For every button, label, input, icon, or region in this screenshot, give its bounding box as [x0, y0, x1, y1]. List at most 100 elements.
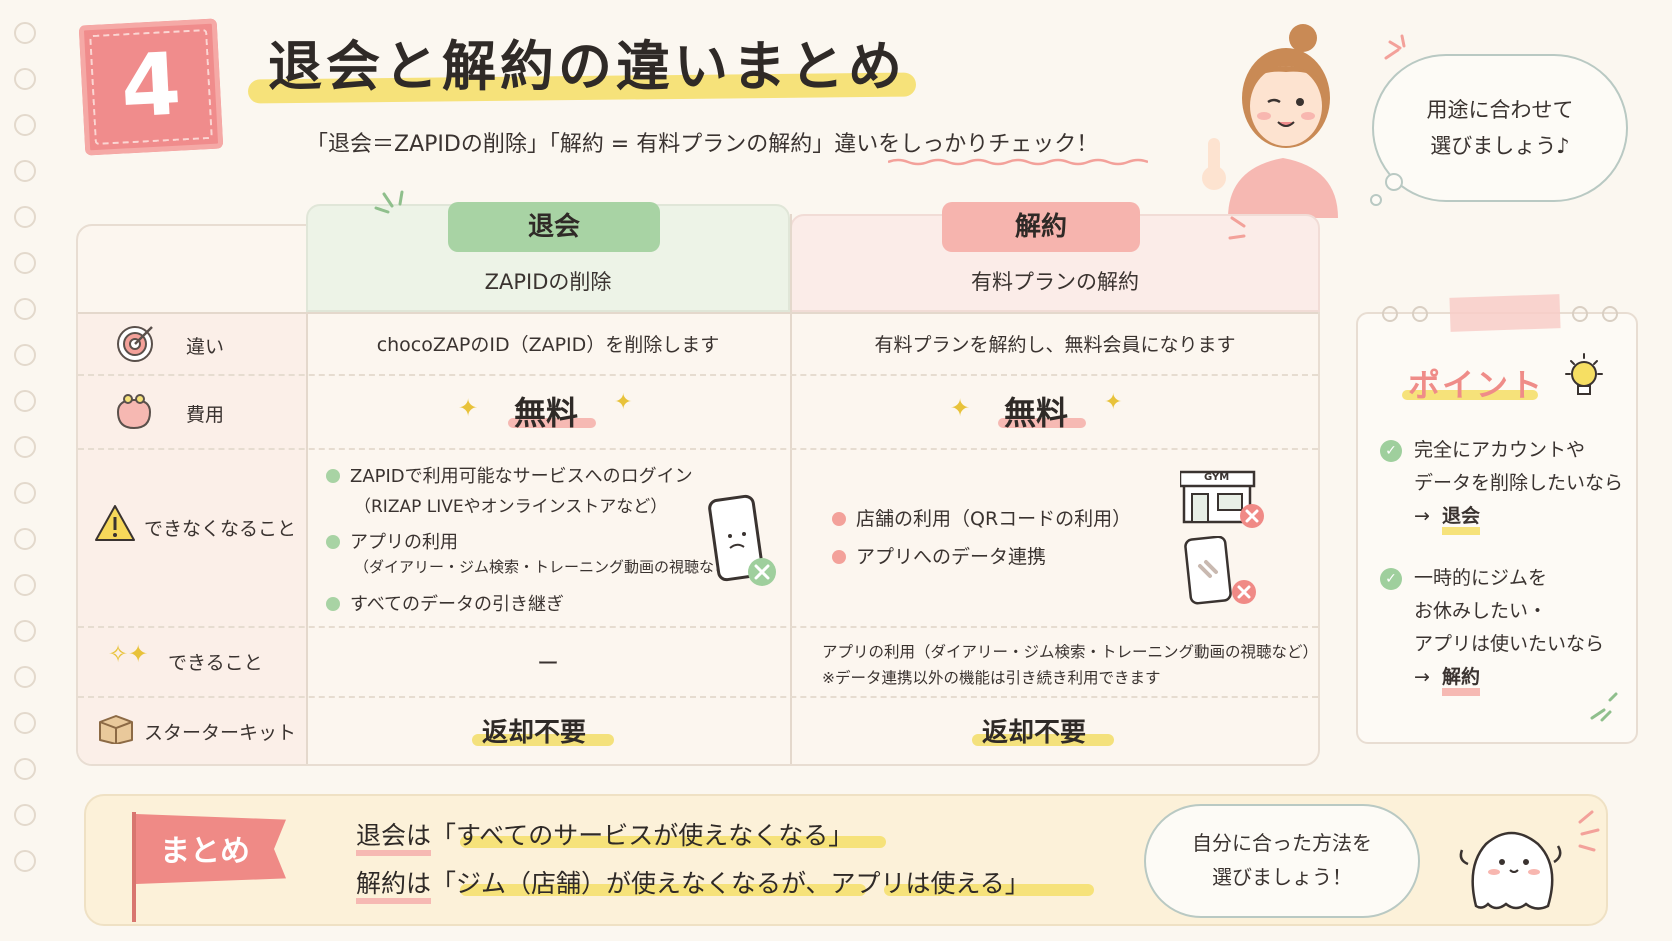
- girl-pointing-icon: [1202, 24, 1338, 218]
- withdraw-lost-item3: すべてのデータの引き継ぎ: [326, 590, 564, 616]
- cancel-lost-item2: アプリへのデータ連携: [832, 542, 1046, 569]
- divider: [78, 626, 1318, 628]
- withdraw-cost-text: 無料: [514, 394, 579, 432]
- notebook-rings: [14, 14, 44, 914]
- point-item1-result: 退会: [1442, 505, 1481, 535]
- coin-purse-icon: [116, 394, 152, 430]
- withdraw-subheader: ZAPIDの削除: [484, 270, 612, 294]
- point-item2-result: 解約: [1442, 666, 1481, 696]
- withdraw-lost-item3-text: すべてのデータの引き継ぎ: [350, 594, 565, 615]
- divider: [790, 214, 792, 764]
- summary-flag-text: まとめ: [160, 834, 250, 869]
- cancel-lost-item1: 店舗の利用（QRコードの利用）: [832, 504, 1131, 531]
- page-title: 退会と解約の違いまとめ: [268, 35, 906, 98]
- cancel-lost-item1-text: 店舗の利用（QRコードの利用）: [856, 508, 1132, 530]
- summary-highlight: [460, 836, 886, 848]
- section-number: 4: [118, 34, 184, 138]
- check-icon: ✓: [1380, 568, 1402, 590]
- divider: [306, 312, 308, 764]
- point-title: ポイント: [1408, 366, 1545, 404]
- withdraw-lost-item2-note: （ダイアリー・ジム検索・トレーニング動画の視聴など）: [354, 558, 745, 576]
- point-item2-line1: 一時的にジムを: [1414, 567, 1548, 589]
- point-item2-line3: アプリは使いたいなら: [1414, 633, 1605, 655]
- check-icon: ✓: [1380, 440, 1402, 462]
- withdraw-lost-item1: ZAPIDで利用可能なサービスへのログイン: [326, 462, 693, 488]
- warning-icon: [95, 505, 135, 541]
- summary-line2-quote2: アプリは使える」: [830, 869, 1030, 898]
- point-item1-result-line: → 退会: [1414, 500, 1623, 535]
- bubble-top-line1: 用途に合わせて: [1426, 98, 1574, 122]
- arrow-icon: →: [1414, 666, 1430, 688]
- card-rings: [1372, 306, 1622, 326]
- divider: [78, 374, 1318, 376]
- speech-bubble-bottom: [1144, 804, 1420, 918]
- summary-line2-quote1: 「ジム（店舗）が使えなくなるが、: [431, 869, 831, 898]
- summary-line1-prefix: 退会は: [356, 821, 432, 856]
- sparkle-lines-left-icon: [374, 190, 404, 214]
- sparkle-icon: ✦: [1104, 390, 1123, 415]
- point-item1: 完全にアカウントや データを削除したいなら → 退会: [1414, 434, 1624, 535]
- cancel-kit-text: 返却不要: [982, 718, 1087, 748]
- sparkle-lines-card-icon: [1590, 692, 1618, 722]
- point-item1-line1: 完全にアカウントや: [1414, 439, 1586, 461]
- thought-bubble-top: [1372, 54, 1628, 202]
- phone-link-icon: [1184, 536, 1256, 605]
- row-label-lost: できなくなること: [144, 518, 297, 540]
- withdraw-lost-item1-text: ZAPIDで利用可能なサービスへのログイン: [350, 466, 693, 487]
- row-label-can: できること: [168, 652, 263, 674]
- point-item2: 一時的にジムを お休みしたい・ アプリは使いたいなら → 解約: [1414, 562, 1605, 696]
- speech-bubble-bottom-text: 自分に合った方法を 選びましょう！: [1144, 826, 1420, 894]
- withdraw-tab: 退会: [448, 202, 660, 252]
- withdraw-can-text: ー: [536, 652, 559, 677]
- summary-highlight: [460, 884, 866, 896]
- summary-line2: 解約は「ジム（店舗）が使えなくなるが、アプリは使える」: [356, 864, 1030, 904]
- return-underline: [472, 734, 614, 746]
- target-icon: [117, 326, 153, 362]
- cancel-tab: 解約: [942, 202, 1140, 252]
- page-subtitle: 「退会＝ZAPIDの削除」「解約 = 有料プランの解約」違いをしっかりチェック！: [306, 132, 1099, 157]
- row-label-difference: 違い: [186, 336, 225, 358]
- sad-phone-icon: [708, 494, 776, 586]
- withdraw-kit-text: 返却不要: [482, 718, 587, 748]
- lightbulb-icon: [1565, 353, 1603, 395]
- point-item2-line2: お休みしたい・: [1414, 600, 1548, 622]
- divider: [78, 448, 1318, 450]
- arrow-icon: →: [1414, 505, 1430, 527]
- divider: [78, 696, 1318, 698]
- point-item1-line2: データを削除したいなら: [1414, 472, 1624, 494]
- withdraw-difference-text: chocoZAPのID（ZAPID）を削除します: [376, 334, 720, 356]
- withdraw-lost-item1-note: （RIZAP LIVEやオンラインストアなど）: [354, 497, 668, 517]
- summary-line1: 退会は「すべてのサービスが使えなくなる」: [356, 816, 854, 856]
- sparkle-lines-icon: [1384, 34, 1406, 60]
- thought-bubble-top-text: 用途に合わせて 選びましょう♪: [1372, 92, 1628, 164]
- sparkle-icon: ✦: [458, 394, 479, 422]
- row-label-cost: 費用: [186, 404, 225, 426]
- free-underline: [998, 418, 1086, 428]
- summary-line2-prefix: 解約は: [356, 869, 432, 904]
- thought-bubble-tail: [1370, 173, 1403, 206]
- subtitle-wave-underline: [888, 158, 1148, 166]
- withdraw-lost-item2-text: アプリの利用: [350, 532, 458, 553]
- sparkle-icon: ✦: [950, 394, 971, 422]
- cancel-subheader: 有料プランの解約: [971, 270, 1139, 294]
- bubble-top-line2: 選びましょう♪: [1430, 134, 1570, 158]
- sparkle-lines-mascot-icon: [1578, 810, 1600, 852]
- free-underline: [508, 418, 596, 428]
- sparkles-icon: ✧✦: [108, 640, 149, 668]
- summary-highlight: [884, 884, 1094, 896]
- row-label-kit: スターターキット: [144, 722, 297, 744]
- bubble-bottom-line2: 選びましょう！: [1212, 865, 1352, 889]
- summary-line1-quote: 「すべてのサービスが使えなくなる」: [431, 821, 854, 850]
- section-number-badge: 4: [78, 18, 224, 156]
- cancel-can-line1: アプリの利用（ダイアリー・ジム検索・トレーニング動画の視聴など）: [822, 643, 1319, 661]
- point-item2-result-line: → 解約: [1414, 661, 1604, 696]
- withdraw-lost-item2: アプリの利用: [326, 528, 458, 554]
- mascot-icon: [1459, 831, 1562, 910]
- bubble-bottom-line1: 自分に合った方法を: [1192, 831, 1372, 855]
- gym-store-icon: [1180, 470, 1264, 528]
- divider: [78, 312, 1318, 314]
- summary-flag: [136, 814, 286, 884]
- return-underline: [972, 734, 1114, 746]
- cancel-difference-text: 有料プランを解約し、無料会員になります: [874, 334, 1236, 356]
- sparkle-lines-right-icon: [1228, 216, 1246, 240]
